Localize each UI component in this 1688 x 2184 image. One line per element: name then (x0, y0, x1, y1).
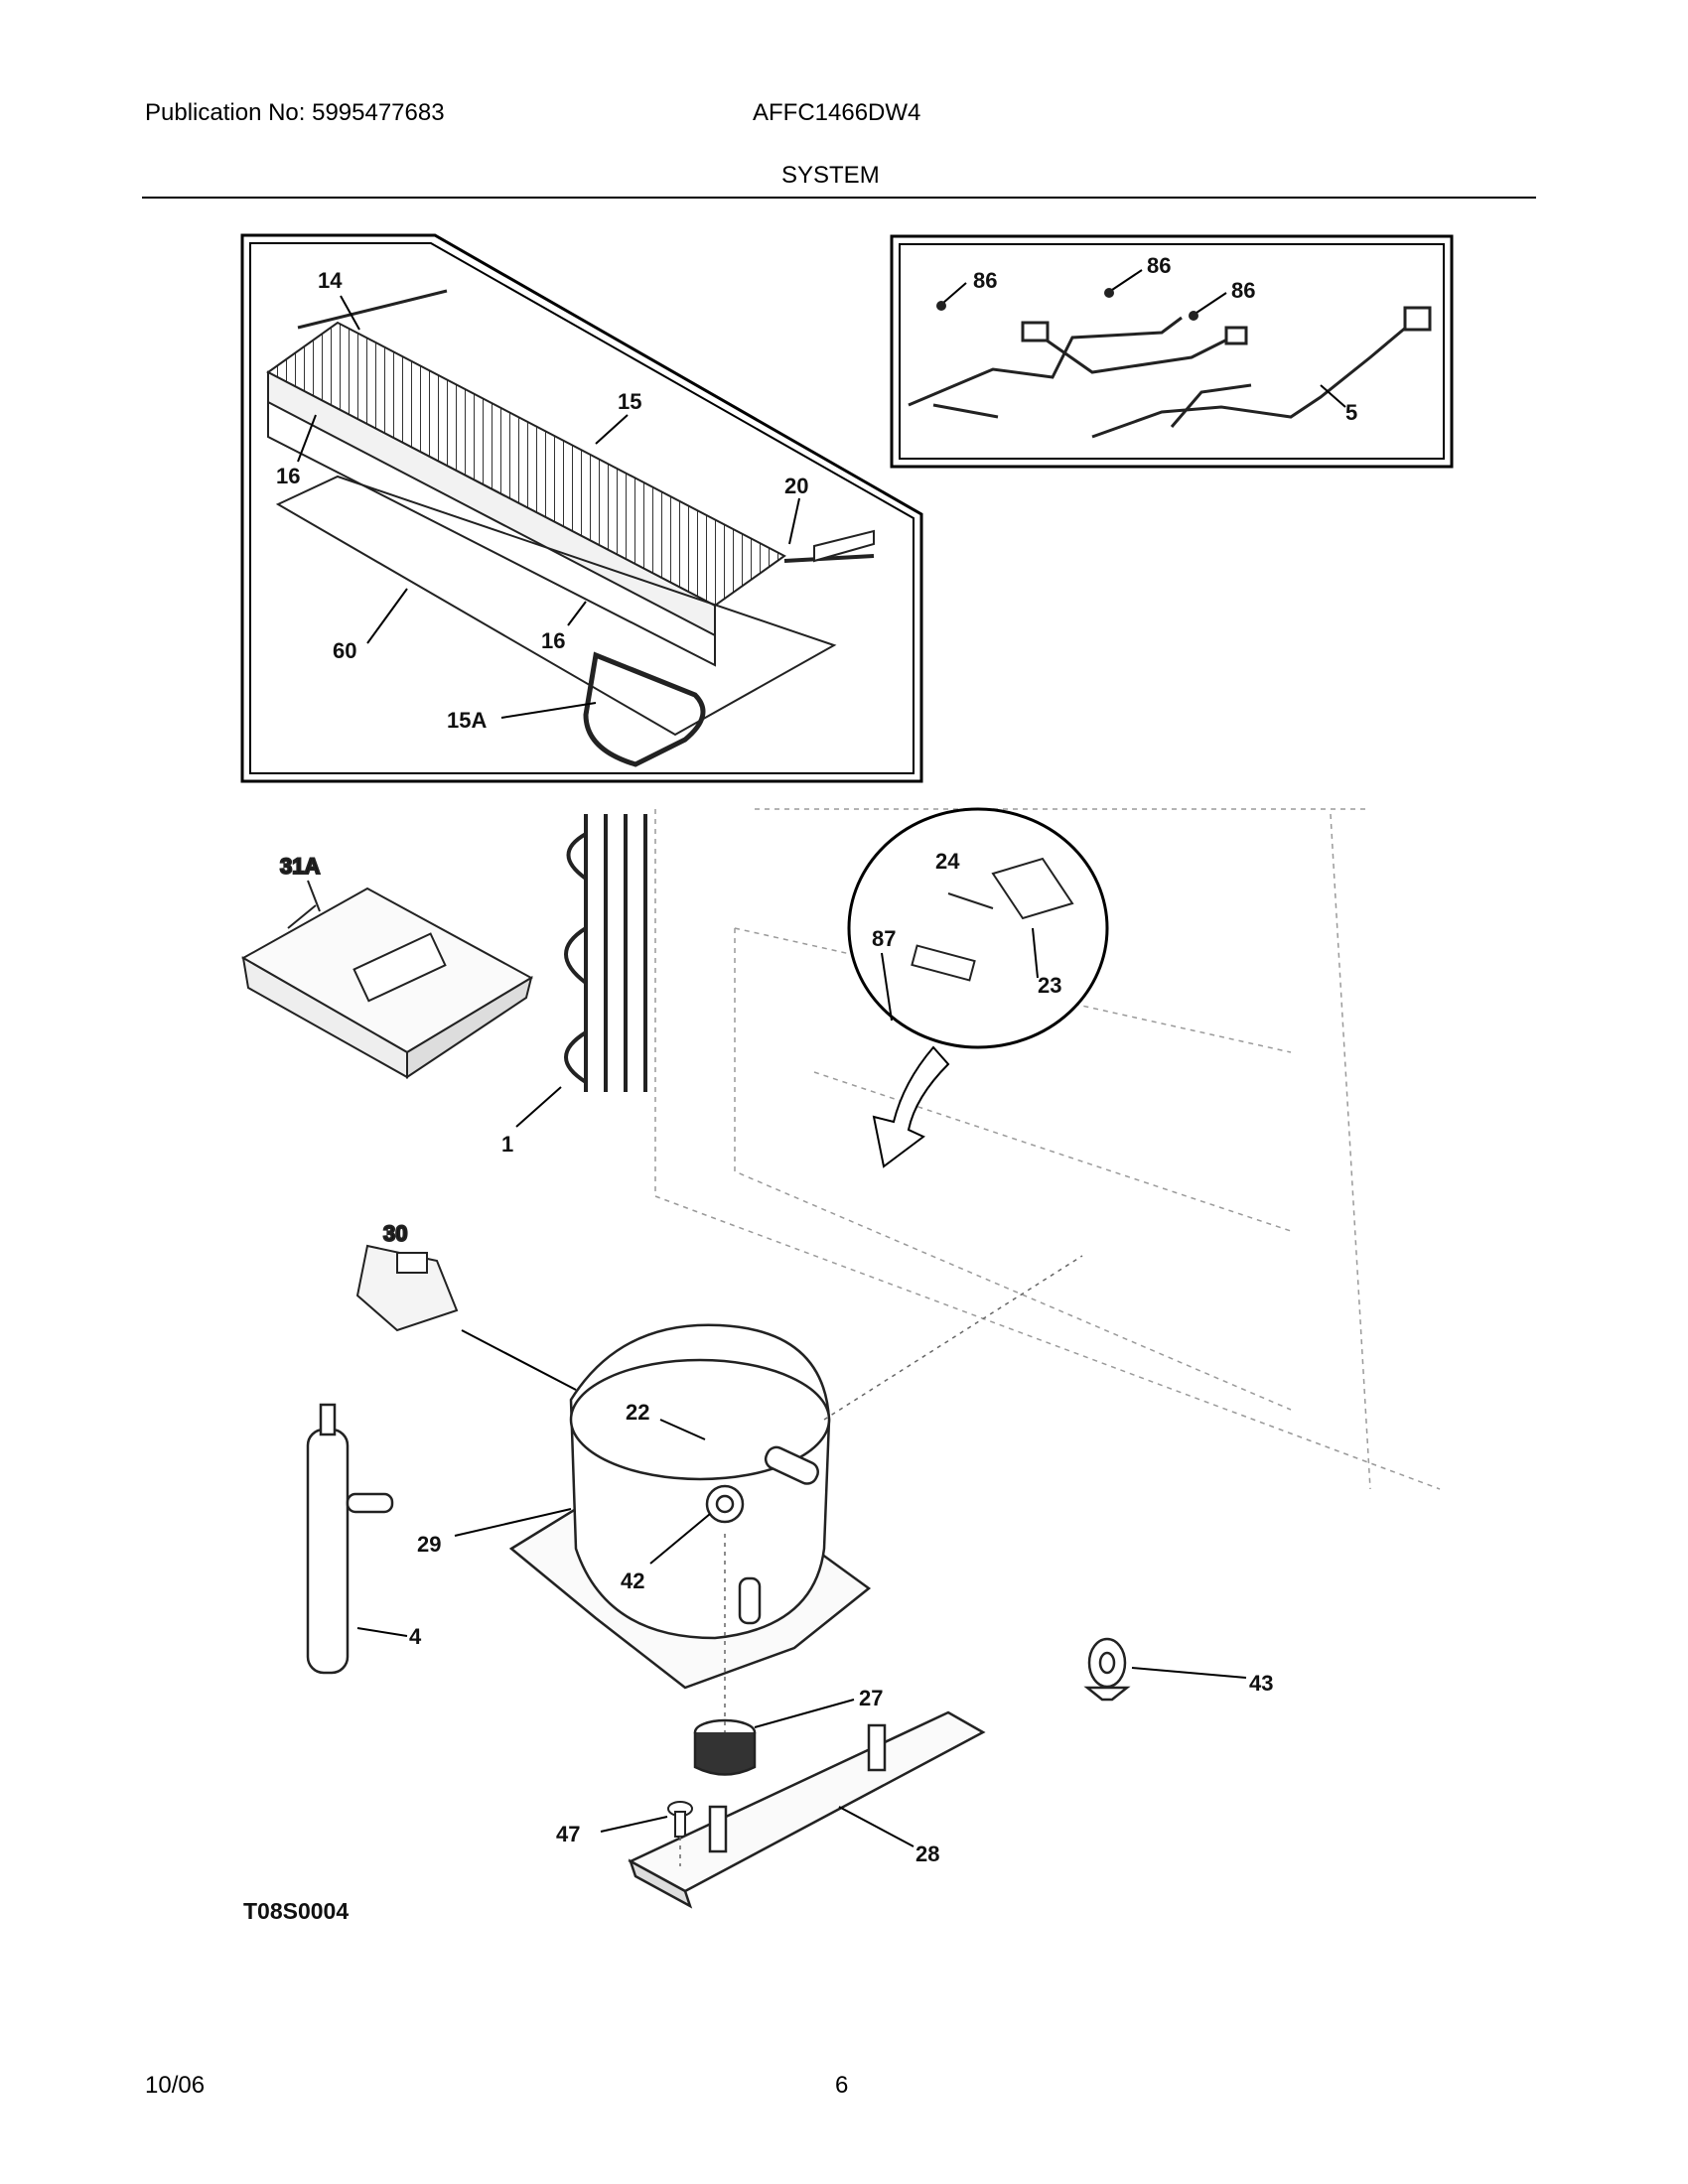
evaporator-coil (266, 289, 875, 667)
condenser (564, 814, 647, 1092)
callout-15: 15 (618, 389, 641, 414)
thermostat-detail: 24 87 23 (847, 807, 1109, 1168)
diagram-code: T08S0004 (243, 1898, 349, 1924)
callout-31A: 31A (280, 854, 320, 879)
header-rule (142, 197, 1536, 199)
drier (306, 1403, 394, 1675)
callout-60: 60 (333, 638, 356, 663)
arrow-icon (872, 1045, 950, 1168)
grommet (1083, 1637, 1131, 1702)
wiring-harness-inset: 86 86 86 5 (890, 234, 1454, 469)
wiring-harness (908, 306, 1432, 439)
compressor (508, 1323, 872, 1690)
ice-tray: 31A (240, 853, 534, 1079)
callout-1: 1 (501, 1132, 513, 1157)
callout-47: 47 (556, 1822, 580, 1846)
footer-date: 10/06 (145, 2072, 206, 2099)
callout-27: 27 (859, 1686, 883, 1710)
callout-30: 30 (383, 1221, 407, 1246)
callout-87: 87 (872, 926, 896, 951)
callout-16: 16 (541, 628, 565, 653)
cabinet-outline (654, 808, 1441, 1490)
model-number: AFFC1466DW4 (753, 99, 921, 126)
callout-86: 86 (1147, 253, 1171, 278)
drain-trough (275, 475, 837, 737)
callout-14: 14 (318, 268, 343, 293)
callout-23: 23 (1038, 973, 1061, 998)
callout-28: 28 (915, 1842, 939, 1866)
callout-5: 5 (1345, 400, 1357, 425)
callout-20: 20 (784, 474, 808, 498)
callout-86: 86 (1231, 278, 1255, 303)
evaporator-inset: 14 15 16 16 20 60 15A (240, 233, 923, 783)
relay: 30 (355, 1220, 459, 1332)
defrost-heater-loop (583, 651, 706, 767)
callout-42: 42 (621, 1569, 644, 1593)
callout-86: 86 (973, 268, 997, 293)
callout-15A: 15A (447, 708, 487, 733)
callout-29: 29 (417, 1532, 441, 1557)
callout-4: 4 (409, 1624, 422, 1649)
base-plate (628, 1710, 986, 1909)
callout-24: 24 (935, 849, 960, 874)
publication-number: Publication No: 5995477683 (145, 99, 445, 126)
page-number: 6 (835, 2072, 849, 2099)
callout-16: 16 (276, 464, 300, 488)
compressor-grommet (693, 1718, 757, 1776)
callout-43: 43 (1249, 1671, 1273, 1696)
mounting-screw (667, 1801, 693, 1838)
section-title: SYSTEM (781, 162, 880, 189)
callout-22: 22 (626, 1400, 649, 1425)
